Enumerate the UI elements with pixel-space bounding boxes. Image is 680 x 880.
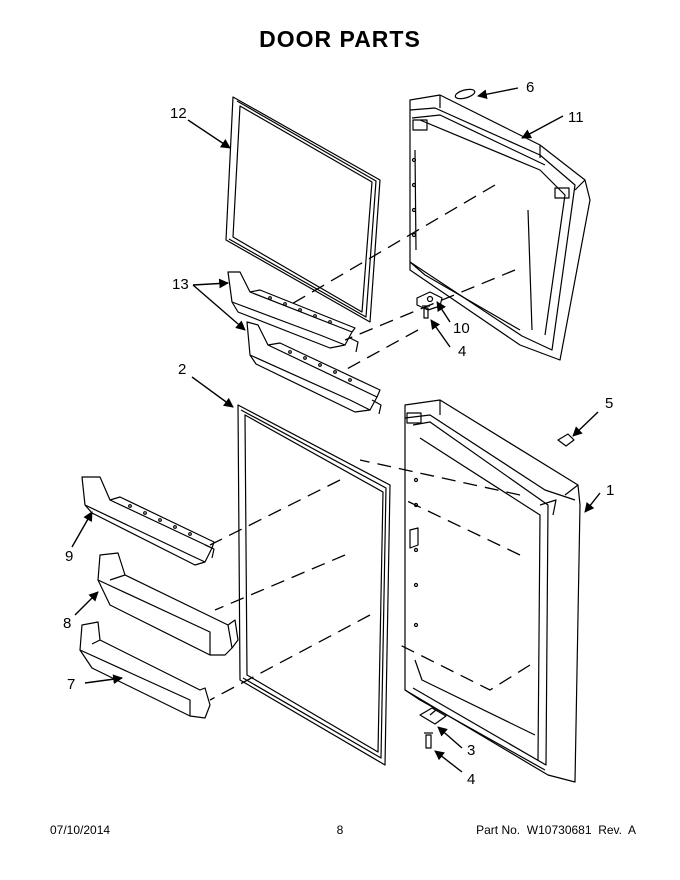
part-6-ring (454, 88, 476, 100)
page-title: DOOR PARTS (259, 26, 421, 52)
leader-4b (434, 750, 463, 773)
callout-1: 1 (606, 482, 614, 499)
leader-1 (584, 492, 601, 513)
leader-6 (477, 87, 519, 100)
callout-12: 12 (170, 105, 187, 122)
assembly-lines (209, 184, 531, 701)
leader-13b (192, 284, 246, 331)
callout-10: 10 (453, 320, 470, 337)
fresh-food-door-part-1 (404, 399, 581, 783)
screw-part-4-lower (424, 732, 433, 749)
freezer-door-part-11 (409, 94, 591, 361)
leader-12 (187, 119, 231, 149)
freezer-gasket-part-12 (225, 96, 381, 323)
leader-10 (436, 301, 451, 323)
callout-9: 9 (65, 548, 73, 565)
callout-11: 11 (568, 109, 584, 126)
leader-11 (521, 115, 564, 139)
freezer-bin-part-13-lower (246, 321, 382, 415)
leader-7 (84, 674, 123, 685)
callout-13: 13 (172, 276, 189, 293)
door-shelf-part-9 (81, 476, 215, 566)
door-bin-part-8 (97, 552, 239, 656)
leader-9 (71, 511, 93, 548)
callout-4-lower: 4 (467, 771, 475, 788)
leader-3 (437, 726, 463, 749)
leader-4a (430, 319, 451, 348)
callout-7: 7 (67, 676, 75, 693)
door-bin-part-7 (79, 621, 211, 719)
callout-2: 2 (178, 361, 186, 378)
footer-part-number: Part No. W10730681 Rev. A (476, 823, 636, 837)
hinge-part-10 (416, 291, 443, 311)
part-5-plug (557, 433, 575, 447)
callout-3: 3 (467, 742, 475, 759)
leader-arrows (71, 87, 601, 773)
callout-6: 6 (526, 79, 534, 96)
hinge-part-3 (419, 707, 447, 725)
footer-page-number: 8 (336, 823, 344, 837)
footer-date: 07/10/2014 (50, 823, 111, 837)
fresh-food-gasket-part-2 (237, 404, 391, 766)
leader-8 (74, 591, 99, 616)
callout-4-upper: 4 (458, 343, 466, 360)
freezer-bin-part-13-upper (227, 271, 359, 353)
leader-5 (572, 411, 599, 437)
callout-8: 8 (63, 615, 71, 632)
callout-5: 5 (605, 395, 613, 412)
leader-2 (191, 376, 234, 408)
leader-13a (192, 278, 229, 289)
